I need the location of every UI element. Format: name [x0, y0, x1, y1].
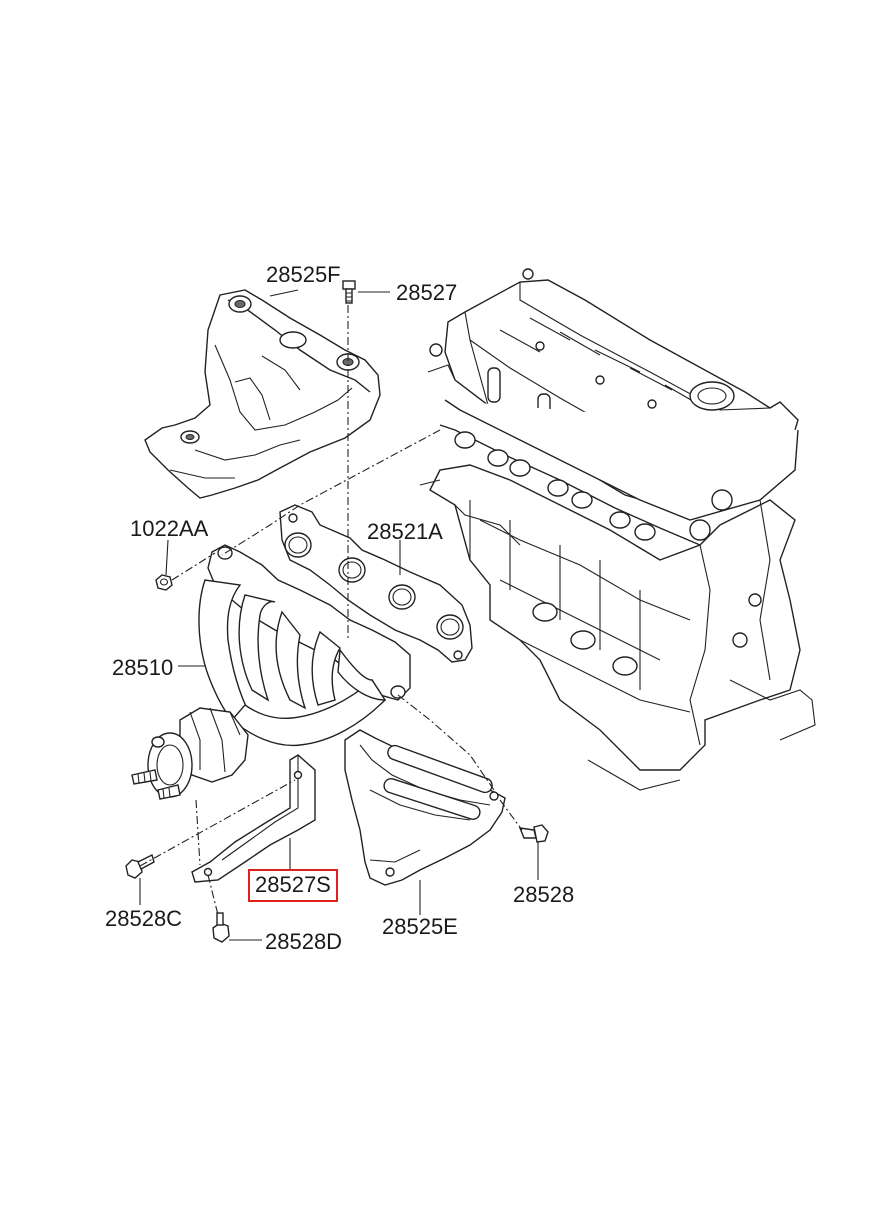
part-label-28525F[interactable]: 28525F [266, 262, 341, 287]
part-label-28528[interactable]: 28528 [513, 882, 575, 907]
lower-heat-shield-28525E [344, 729, 506, 886]
nut-1022AA [155, 574, 173, 591]
part-label-28525E[interactable]: 28525E [382, 914, 458, 939]
engine-block-illustration [419, 268, 816, 791]
part-label-28528D[interactable]: 28528D [265, 929, 343, 954]
bracket-28527S [191, 754, 316, 883]
part-label-28510[interactable]: 28510 [112, 655, 174, 680]
bolt-28528 [518, 824, 549, 843]
part-label-28528C[interactable]: 28528C [105, 906, 183, 931]
bolt-28528C [125, 853, 155, 879]
part-label-1022AA[interactable]: 1022AA [130, 516, 209, 541]
bolt-28527 [342, 280, 356, 304]
upper-heat-shield-28525F [144, 289, 381, 499]
part-label-28527S-highlighted[interactable]: 28527S [248, 869, 338, 902]
part-label-28527[interactable]: 28527 [396, 280, 458, 305]
exhaust-gasket-28521A [279, 504, 473, 663]
exhaust-manifold-28510 [131, 544, 411, 800]
part-label-28521A[interactable]: 28521A [367, 519, 443, 544]
bolt-28528D [212, 912, 230, 943]
assembly-center-lines [139, 305, 523, 916]
